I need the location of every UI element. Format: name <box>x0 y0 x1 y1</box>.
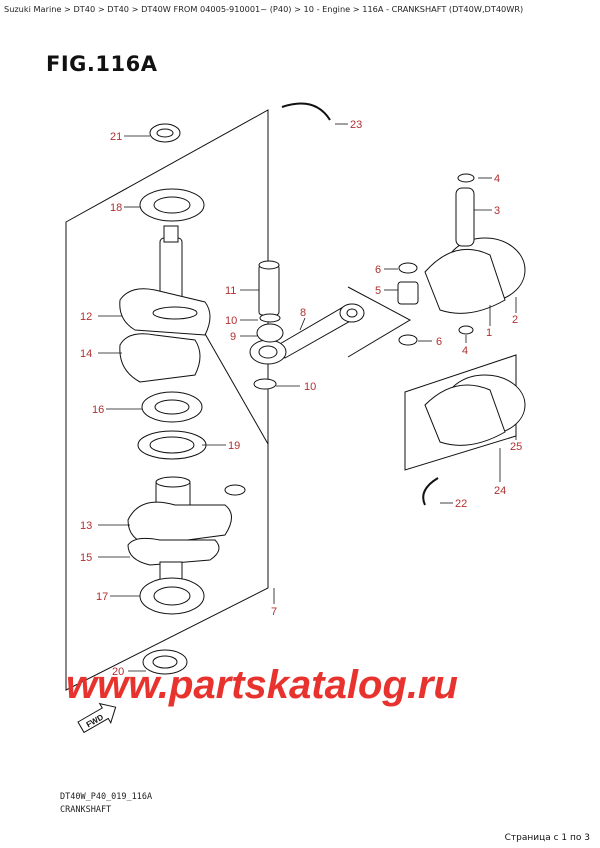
callout-20: 20 <box>112 666 124 678</box>
callout-2: 2 <box>512 314 518 326</box>
callout-17: 17 <box>96 591 108 603</box>
callout-23: 23 <box>350 119 362 131</box>
washer-6b <box>398 334 418 346</box>
callout-3: 3 <box>494 205 500 217</box>
callout-11: 11 <box>225 285 236 297</box>
callout-25: 25 <box>510 441 522 453</box>
callout-24: 24 <box>494 485 506 497</box>
callout-16: 16 <box>92 404 104 416</box>
callout-19: 19 <box>228 440 240 452</box>
watermark: www.partskatalog.ru <box>66 663 458 707</box>
callout-5: 5 <box>375 285 381 297</box>
crankshaft-upper <box>119 225 211 383</box>
callout-1: 1 <box>486 327 492 339</box>
washer-6a <box>398 262 418 274</box>
crankshaft-lower <box>127 476 246 581</box>
callout-labels: 21 18 12 14 16 19 13 15 17 20 11 10 9 10… <box>80 119 522 678</box>
washer-10b <box>253 378 277 390</box>
guide-line <box>347 286 412 358</box>
callout-22: 22 <box>455 498 467 510</box>
callout-12: 12 <box>80 311 92 323</box>
callout-6: 6 <box>436 336 442 348</box>
callout-4: 4 <box>494 173 500 185</box>
connecting-rod <box>249 260 365 390</box>
figure-title: FIG.116A <box>46 52 158 76</box>
guide-line <box>195 317 269 588</box>
callout-10: 10 <box>225 315 237 327</box>
callout-21: 21 <box>110 131 122 143</box>
page-info: Страница с 1 по 3 <box>504 833 590 843</box>
washer-10a <box>259 313 281 323</box>
bearings <box>137 123 207 675</box>
callout-10: 10 <box>304 381 316 393</box>
piston-pin-3 <box>455 187 475 247</box>
crank-pin-11 <box>258 264 280 316</box>
callout-13: 13 <box>80 520 92 532</box>
callout-9: 9 <box>230 331 236 343</box>
leader-lines <box>98 123 517 672</box>
callout-18: 18 <box>110 202 122 214</box>
callout-6: 6 <box>375 264 381 276</box>
circlip-23 <box>281 102 331 121</box>
figure-code: DT40W_P40_019_116A <box>60 792 153 802</box>
figure-name: CRANKSHAFT <box>60 805 112 815</box>
callout-8: 8 <box>300 307 306 319</box>
callout-7: 7 <box>271 606 277 618</box>
callout-14: 14 <box>80 348 92 360</box>
needle-bearing-9 <box>256 323 284 343</box>
piston-lower <box>424 374 526 446</box>
callout-4: 4 <box>462 345 468 357</box>
breadcrumb[interactable]: Suzuki Marine > DT40 > DT40 > DT40W FROM… <box>4 4 524 14</box>
circlips <box>281 102 439 506</box>
piston-upper <box>397 173 526 346</box>
clip-4b <box>458 325 474 335</box>
circlip-22 <box>422 477 439 506</box>
needle-bearing-5 <box>397 281 419 305</box>
callout-15: 15 <box>80 552 92 564</box>
clip-4a <box>457 173 475 183</box>
